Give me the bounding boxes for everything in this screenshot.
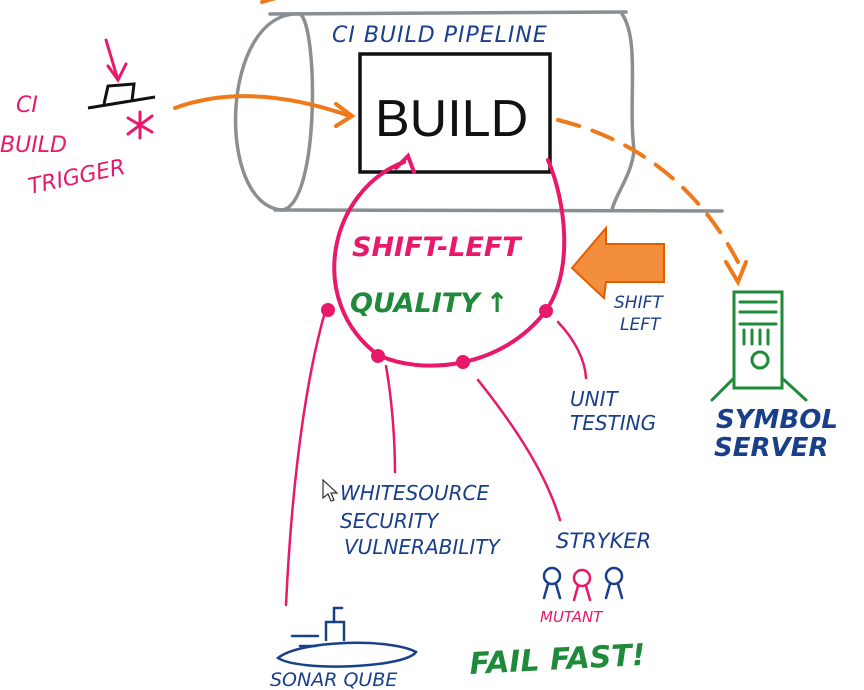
trigger-label-line3: TRIGGER [26, 155, 128, 200]
sonarqube-label: SONAR QUBE [270, 669, 397, 690]
whitesource-line2: SECURITY [340, 509, 440, 533]
build-box [358, 52, 552, 174]
fail-fast-label: FAIL FAST! [469, 638, 647, 682]
pipeline-left-cap [233, 12, 315, 212]
mutant-figure-2-icon [572, 568, 592, 602]
pipeline-bottom-edge [273, 208, 724, 213]
symbol-server-line1: SYMBOL [716, 405, 838, 435]
quality-up-arrow-icon: ↑ [486, 288, 509, 319]
sonarqube-submarine-icon [275, 606, 418, 668]
trigger-label-line1: CI [16, 93, 38, 118]
pipeline-top-edge [268, 10, 628, 16]
mutants-icon [542, 566, 624, 602]
whitesource-line3: VULNERABILITY [344, 535, 502, 559]
unit-testing-line1: UNIT [570, 387, 619, 411]
symbol-server-icon [710, 290, 808, 402]
top-orange-mark [260, 0, 277, 4]
quality-loop-arrowhead [394, 152, 416, 174]
shift-left-label-line1: SHIFT [614, 293, 664, 313]
quality-subtitle-text: QUALITY [350, 288, 482, 319]
connector-sonarqube [284, 310, 327, 607]
symbol-server-line2: SERVER [714, 433, 828, 463]
shift-left-label-line2: LEFT [620, 315, 662, 335]
loop-dot-unit-testing [539, 304, 553, 318]
whitesource-line1: WHITESOURCE [340, 481, 490, 505]
build-to-symbol-server-arrow [556, 118, 748, 287]
pipeline-right-cap [610, 12, 636, 212]
trigger-to-build-arrow [173, 94, 356, 128]
connector-unit-testing [556, 320, 588, 380]
trigger-switch-icon [87, 82, 156, 110]
mutant-figure-3-icon [604, 566, 624, 600]
mouse-cursor-icon [322, 478, 339, 502]
pipeline-title: CI BUILD PIPELINE [332, 23, 548, 48]
loop-dot-stryker [456, 355, 470, 369]
mutant-label: MUTANT [540, 608, 604, 626]
trigger-label-line2: BUILD [0, 133, 67, 158]
loop-dot-whitesource [371, 349, 385, 363]
connector-whitesource [384, 364, 397, 474]
trigger-arrow-icon [104, 38, 128, 83]
quality-loop [332, 158, 567, 368]
quality-subtitle: QUALITY↑ [350, 288, 508, 319]
stryker-label: STRYKER [556, 529, 651, 553]
shift-left-arrow-icon [570, 225, 665, 301]
loop-connectors [284, 310, 588, 607]
build-label: BUILD [375, 90, 528, 148]
quality-title: SHIFT-LEFT [352, 232, 523, 263]
connector-stryker [476, 378, 562, 522]
trigger-spark-icon [126, 110, 154, 140]
unit-testing-line2: TESTING [570, 411, 656, 435]
mutant-figure-1-icon [542, 566, 562, 600]
